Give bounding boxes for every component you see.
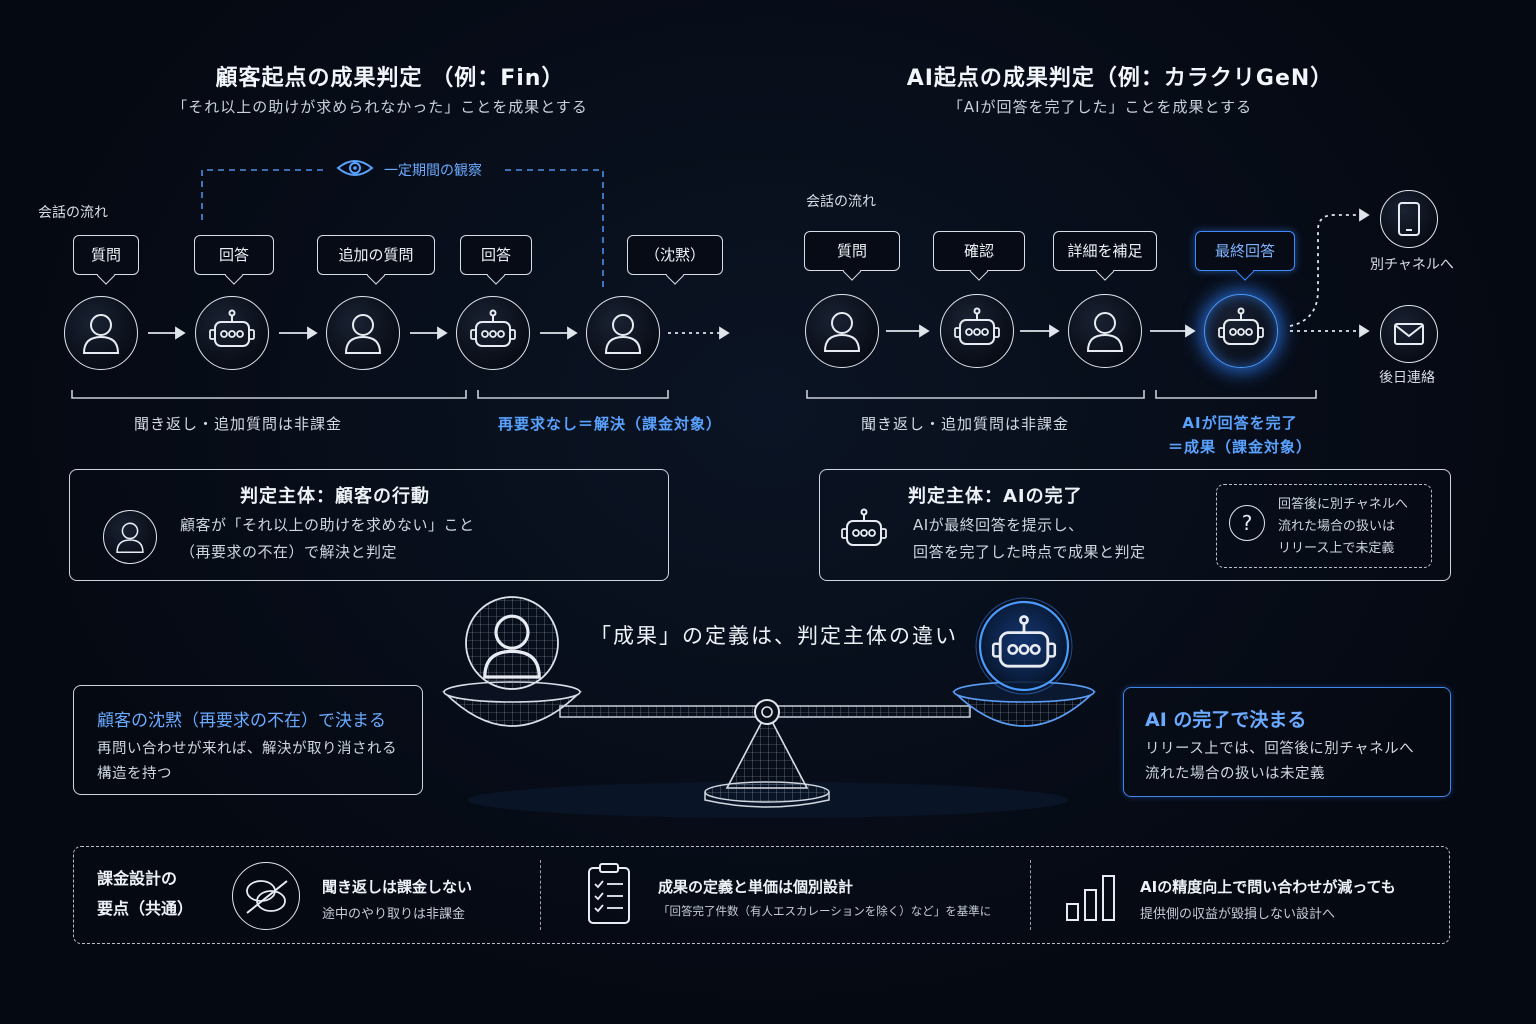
observation-label: 一定期間の観察 — [384, 163, 482, 179]
center-heading: 「成果」の定義は、判定主体の違い — [590, 624, 958, 648]
no-chat-icon-wrap — [232, 862, 300, 930]
note-line3: リリース上で未定義 — [1278, 541, 1395, 556]
bottom-divider-2 — [1030, 860, 1031, 930]
item3-sub: 提供側の収益が毀損しない設計へ — [1140, 907, 1336, 922]
billing-label-line1: 課金設計の — [97, 869, 178, 888]
right-bubble-confirm: 確認 — [933, 231, 1025, 271]
right-title: AI起点の成果判定（例：カラクリGeN） — [906, 66, 1334, 91]
left-bracket-nonbilled: 聞き返し・追加質問は非課金 — [134, 415, 343, 433]
item2-sub: 「回答完了件数（有人エスカレーションを除く）など」を基準に — [658, 904, 992, 918]
left-flow-label: 会話の流れ — [38, 205, 108, 221]
customer-silence-body: 再問い合わせが来れば、解決が取り消される 構造を持つ — [97, 737, 397, 787]
channel-label: 別チャネルへ — [1370, 257, 1454, 273]
left-bracket-billed: 再要求なし＝解決（課金対象） — [498, 415, 723, 433]
right-bubble-question: 質問 — [804, 231, 900, 271]
ai-completion-box — [1123, 687, 1451, 797]
question-icon: ? — [1229, 505, 1265, 541]
later-node — [1380, 305, 1438, 363]
left-card-line2: （再要求の不在）で解決と判定 — [180, 543, 398, 561]
right-card-body: AIが最終回答を提示し、 回答を完了した時点で成果と判定 — [913, 512, 1146, 566]
right-judgment-card — [819, 469, 1451, 581]
note-line2: 流れた場合の扱いは — [1278, 519, 1396, 534]
note-line1: 回答後に別チャネルへ — [1278, 497, 1408, 512]
item1-sub: 途中のやり取りは非課金 — [322, 907, 466, 922]
item1-title: 聞き返しは課金しない — [322, 878, 473, 896]
checklist-icon — [588, 863, 630, 924]
item2-title: 成果の定義と単価は個別設計 — [658, 878, 854, 896]
billing-design-panel — [73, 846, 1450, 944]
left-bubble-answer-1: 回答 — [194, 235, 274, 275]
right-subtitle: 「AIが回答を完了した」ことを成果とする — [947, 98, 1253, 116]
later-label: 後日連絡 — [1379, 370, 1435, 386]
phone-icon — [1398, 202, 1420, 236]
right-card-title: 判定主体：AIの完了 — [908, 486, 1083, 507]
right-bubble-final-answer: 最終回答 — [1195, 231, 1295, 271]
ai-completion-line2: 流れた場合の扱いは未定義 — [1145, 766, 1325, 782]
left-ai-avatar-1 — [195, 296, 269, 370]
left-title: 顧客起点の成果判定 （例：Fin） — [215, 66, 565, 91]
left-customer-avatar-2 — [326, 296, 400, 370]
billing-design-label: 課金設計の 要点（共通） — [97, 864, 193, 924]
customer-silence-line1: 再問い合わせが来れば、解決が取り消される — [97, 741, 397, 757]
ai-completion-body: リリース上では、回答後に別チャネルへ 流れた場合の扱いは未定義 — [1145, 737, 1414, 787]
right-card-line2: 回答を完了した時点で成果と判定 — [913, 543, 1146, 561]
ai-completion-title: AI の完了で決まる — [1145, 709, 1307, 731]
customer-silence-title: 顧客の沈黙（再要求の不在）で決まる — [97, 711, 386, 731]
right-bracket-nonbilled: 聞き返し・追加質問は非課金 — [861, 415, 1070, 433]
left-bubble-followup-question: 追加の質問 — [317, 235, 435, 275]
undefined-note-box — [1216, 484, 1432, 568]
right-customer-avatar-2 — [1068, 294, 1142, 368]
left-card-line1: 顧客が「それ以上の助けを求めない」こと — [180, 516, 475, 534]
customer-silence-line2: 構造を持つ — [97, 766, 172, 782]
right-customer-avatar-1 — [805, 294, 879, 368]
left-card-avatar — [103, 510, 157, 564]
left-bubble-silence: （沈黙） — [627, 235, 723, 275]
left-customer-avatar-1 — [64, 296, 138, 370]
bottom-divider-1 — [540, 860, 541, 930]
left-bubble-question: 質問 — [73, 235, 139, 275]
right-bubble-detail: 詳細を補足 — [1053, 231, 1157, 271]
right-flow-label: 会話の流れ — [806, 194, 876, 210]
right-card-line1: AIが最終回答を提示し、 — [913, 516, 1084, 534]
eye-icon — [336, 160, 374, 176]
item3-title: AIの精度向上で問い合わせが減っても — [1140, 878, 1396, 896]
left-ai-avatar-2 — [456, 296, 530, 370]
left-judgment-card — [69, 469, 669, 581]
no-chat-icon — [246, 880, 288, 914]
mail-icon — [1394, 323, 1424, 345]
bar-chart-icon — [1066, 875, 1115, 921]
right-bracket-billed: AIが回答を完了 ＝成果（課金対象） — [1140, 411, 1340, 459]
left-card-title: 判定主体：顧客の行動 — [240, 486, 430, 507]
left-card-body: 顧客が「それ以上の助けを求めない」こと （再要求の不在）で解決と判定 — [180, 512, 475, 566]
left-subtitle: 「それ以上の助けが求められなかった」ことを成果とする — [172, 98, 588, 116]
ai-completion-line1: リリース上では、回答後に別チャネルへ — [1145, 741, 1415, 757]
right-bracket-line1: AIが回答を完了 — [1182, 414, 1298, 432]
right-ai-avatar-1 — [940, 294, 1014, 368]
left-bubble-answer-2: 回答 — [460, 235, 532, 275]
customer-silence-box — [73, 685, 423, 795]
right-bracket-line2: ＝成果（課金対象） — [1167, 438, 1312, 456]
left-customer-avatar-3 — [586, 296, 660, 370]
right-ai-avatar-final — [1204, 294, 1278, 368]
undefined-note-text: 回答後に別チャネルへ 流れた場合の扱いは リリース上で未定義 — [1278, 494, 1408, 560]
channel-node — [1380, 190, 1438, 248]
billing-label-line2: 要点（共通） — [97, 899, 194, 918]
